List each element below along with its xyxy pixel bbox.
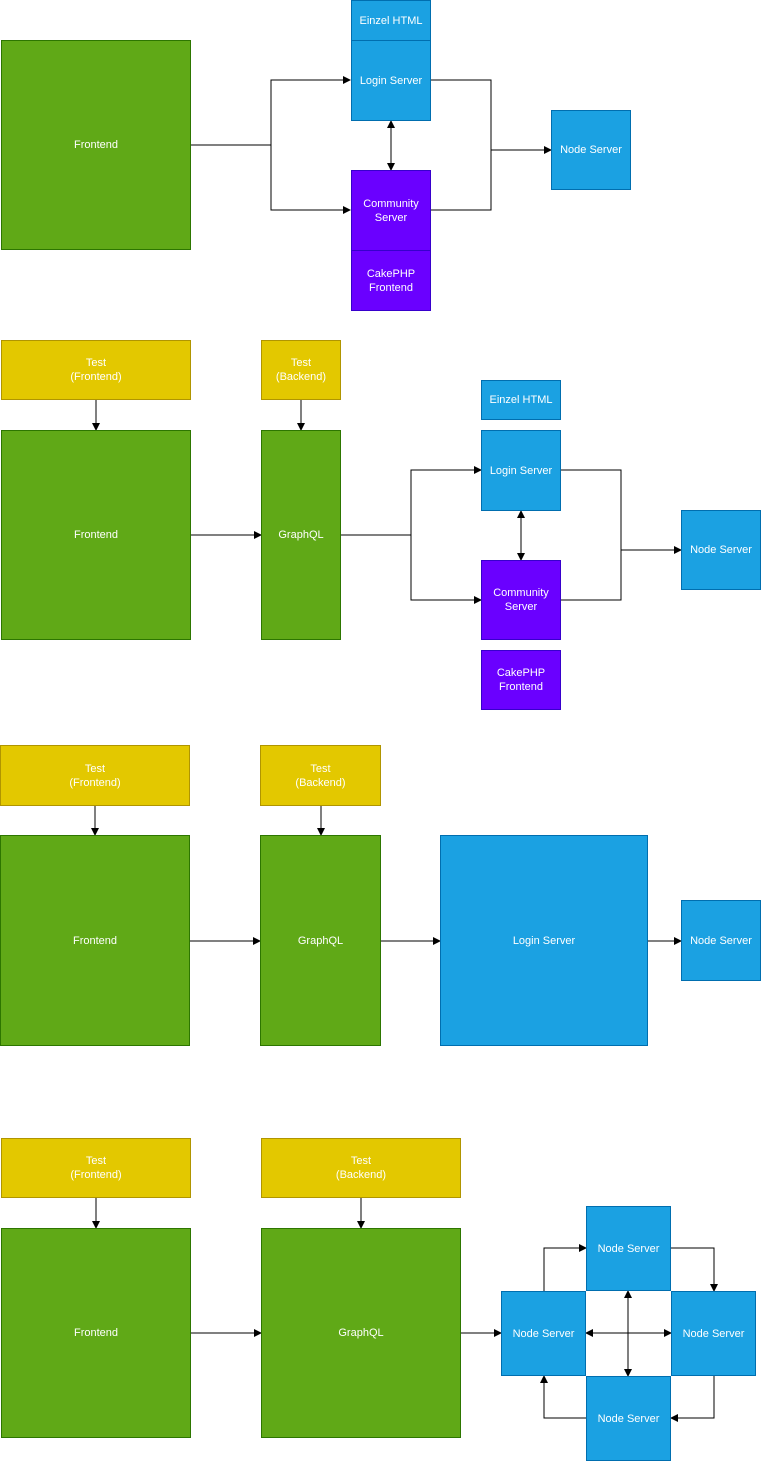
community-server-box: Community Server — [481, 560, 561, 640]
login-server-box: Login Server — [440, 835, 648, 1046]
graphql-box: GraphQL — [261, 430, 341, 640]
graphql-box: GraphQL — [261, 1228, 461, 1438]
node-server-bottom-box: Node Server — [586, 1376, 671, 1461]
test-frontend-box: Test (Frontend) — [0, 745, 190, 806]
edge-community-to-node — [561, 550, 622, 601]
edge-frontend-to-login — [191, 76, 351, 146]
edge-node-bottom-to-left — [540, 1375, 586, 1419]
node-server-left-box: Node Server — [501, 1291, 586, 1376]
edge-login-to-node — [561, 469, 682, 554]
edge-login-to-node — [431, 79, 552, 154]
edge-graphql-to-login — [341, 466, 482, 536]
edge-graphql-to-community — [410, 535, 482, 604]
node-server-box: Node Server — [551, 110, 631, 190]
frontend-box: Frontend — [1, 1228, 191, 1438]
edge-community-to-node — [431, 150, 492, 211]
frontend-box: Frontend — [1, 430, 191, 640]
einzel-html-box: Einzel HTML — [351, 0, 431, 41]
node-server-box: Node Server — [681, 900, 761, 981]
node-server-top-box: Node Server — [586, 1206, 671, 1291]
edge-node-left-to-top — [543, 1244, 587, 1291]
edge-node-top-to-right — [671, 1247, 718, 1292]
test-frontend-box: Test (Frontend) — [1, 340, 191, 400]
test-backend-box: Test (Backend) — [261, 1138, 461, 1198]
frontend-box: Frontend — [0, 835, 190, 1046]
login-server-box: Login Server — [481, 430, 561, 511]
test-frontend-box: Test (Frontend) — [1, 1138, 191, 1198]
test-backend-box: Test (Backend) — [261, 340, 341, 400]
node-server-box: Node Server — [681, 510, 761, 590]
edge-frontend-to-community — [270, 145, 351, 214]
cakephp-frontend-box: CakePHP Frontend — [481, 650, 561, 710]
einzel-html-box: Einzel HTML — [481, 380, 561, 420]
community-server-box: Community Server — [351, 170, 431, 251]
edge-node-right-to-bottom — [670, 1376, 715, 1422]
graphql-box: GraphQL — [260, 835, 381, 1046]
frontend-box: Frontend — [1, 40, 191, 250]
test-backend-box: Test (Backend) — [260, 745, 381, 806]
node-server-right-box: Node Server — [671, 1291, 756, 1376]
cakephp-frontend-box: CakePHP Frontend — [351, 250, 431, 311]
login-server-box: Login Server — [351, 40, 431, 121]
